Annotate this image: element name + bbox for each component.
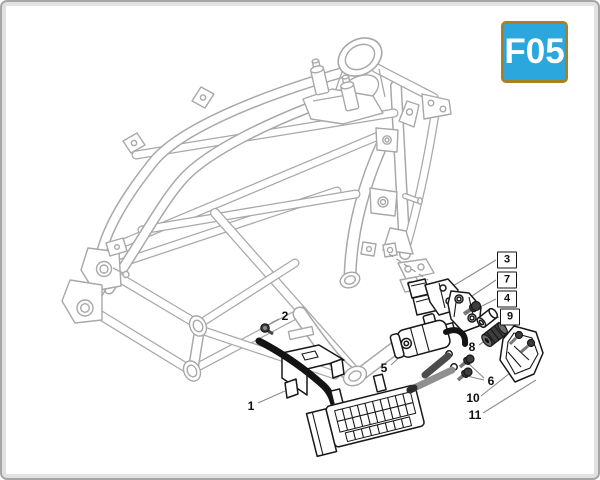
mounting-dashed-line: [388, 253, 429, 281]
leader-11: [482, 379, 537, 414]
rubber-bobbin-mount: [340, 74, 360, 112]
callout-label-3[interactable]: 3: [497, 251, 517, 269]
part-bolt-2: [260, 323, 274, 336]
leader-2: [267, 318, 280, 326]
front-engine-mount-lugs: [61, 237, 130, 324]
leader-1: [257, 390, 286, 404]
part-cover-10-11: [499, 325, 544, 383]
part-screws-6: [456, 354, 475, 382]
part-spacer-9: [476, 307, 499, 328]
part-screw-4: [462, 300, 482, 316]
hose-dark: [421, 352, 452, 379]
steering-head: [302, 37, 420, 128]
frame-brackets-and-lugs: [122, 86, 452, 341]
callout-label-9[interactable]: 9: [500, 308, 520, 326]
callout-label-4[interactable]: 4: [497, 290, 517, 308]
callout-label-5[interactable]: 5: [380, 361, 388, 375]
callout-label-8[interactable]: 8: [468, 340, 476, 354]
part-grommet-8: [481, 321, 508, 348]
part-solenoid-valve-5: [389, 313, 469, 394]
leader-6b: [466, 375, 485, 381]
callout-label-11[interactable]: 11: [468, 408, 482, 422]
leader-4: [479, 298, 497, 308]
leader-3: [447, 259, 497, 290]
part-support-bracket-1: [281, 344, 345, 399]
leader-6a: [467, 362, 485, 379]
leader-10: [480, 372, 511, 397]
diagnostic-connector: [305, 373, 425, 458]
callout-label-10[interactable]: 10: [466, 391, 480, 405]
callout-label-2[interactable]: 2: [281, 309, 289, 323]
callout-label-7[interactable]: 7: [497, 271, 517, 289]
figure-code-badge: F05: [501, 21, 568, 83]
callout-label-6[interactable]: 6: [487, 374, 495, 388]
callout-label-1[interactable]: 1: [247, 399, 255, 413]
rubber-bobbin-mount: [310, 58, 330, 96]
black-hose: [443, 327, 469, 347]
